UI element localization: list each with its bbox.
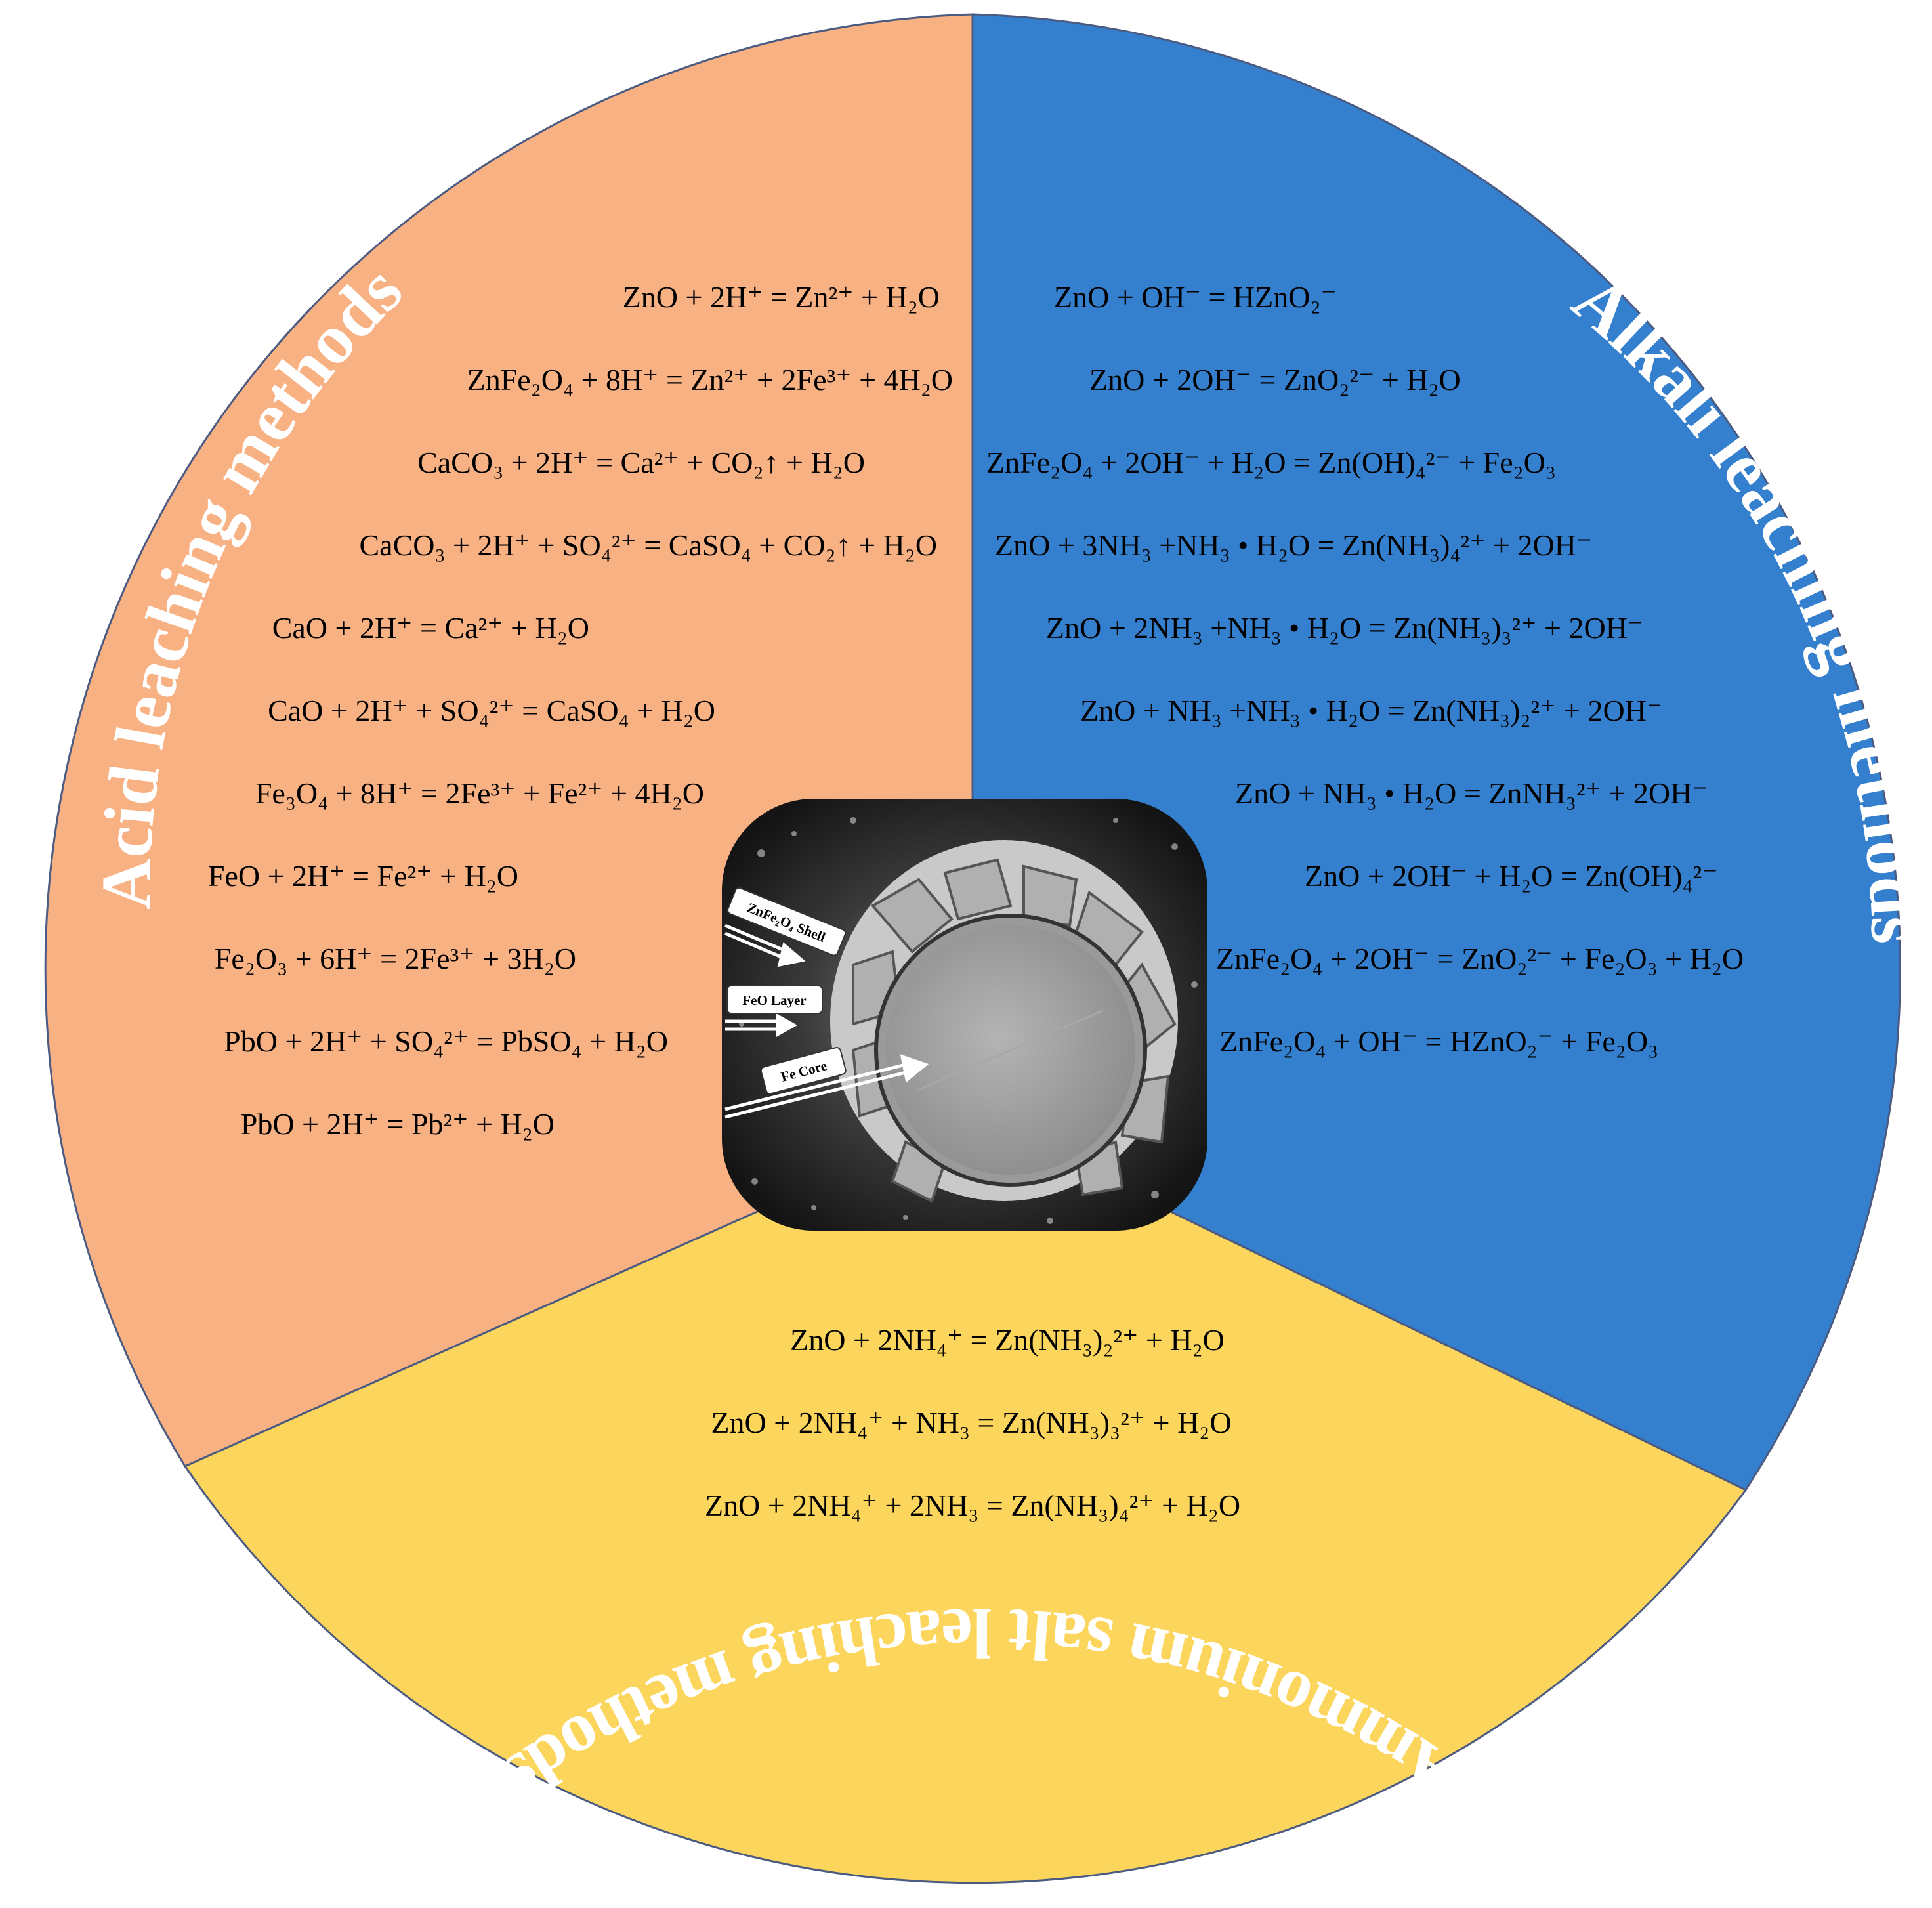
acid-equation: PbO + 2H⁺ + SO₄²⁺ = PbSO₄ + H₂O bbox=[224, 1025, 668, 1058]
alkali-equation: ZnFe₂O₄ + OH⁻ = HZnO₂⁻ + Fe₂O₃ bbox=[1219, 1025, 1658, 1058]
svg-text:FeO Layer: FeO Layer bbox=[742, 992, 806, 1008]
ammonium-equations: ZnO + 2NH₄⁺ = Zn(NH₃)₂²⁺ + H₂O ZnO + 2NH… bbox=[705, 1323, 1240, 1522]
acid-equation: CaO + 2H⁺ + SO₄²⁺ = CaSO₄ + H₂O bbox=[268, 694, 715, 727]
sem-micrograph: ZnFe₂O₄ Shell FeO Layer Fe Core bbox=[722, 799, 1208, 1231]
acid-equation: ZnFe₂O₄ + 8H⁺ = Zn²⁺ + 2Fe³⁺ + 4H₂O bbox=[467, 363, 953, 396]
acid-equation: FeO + 2H⁺ = Fe²⁺ + H₂O bbox=[208, 859, 518, 893]
ammonium-equation: ZnO + 2NH₄⁺ + 2NH₃ = Zn(NH₃)₄²⁺ + H₂O bbox=[705, 1489, 1240, 1522]
acid-equations: ZnO + 2H⁺ = Zn²⁺ + H₂O ZnFe₂O₄ + 8H⁺ = Z… bbox=[208, 280, 953, 1141]
alkali-equation: ZnO + 3NH₃ +NH₃ • H₂O = Zn(NH₃)₄²⁺ + 2OH… bbox=[995, 528, 1592, 562]
ammonium-sector bbox=[183, 1114, 1748, 1884]
fe-core-label: Fe Core bbox=[760, 1047, 847, 1095]
alkali-equation: ZnO + 2NH₃ +NH₃ • H₂O = Zn(NH₃)₃²⁺ + 2OH… bbox=[1046, 611, 1643, 645]
alkali-equation: ZnO + OH⁻ = HZnO₂⁻ bbox=[1054, 280, 1337, 314]
acid-equation: ZnO + 2H⁺ = Zn²⁺ + H₂O bbox=[623, 280, 940, 314]
ammonium-equation: ZnO + 2NH₄⁺ + NH₃ = Zn(NH₃)₃²⁺ + H₂O bbox=[711, 1406, 1231, 1439]
alkali-equation: ZnO + NH₃ +NH₃ • H₂O = Zn(NH₃)₂²⁺ + 2OH⁻ bbox=[1080, 694, 1662, 727]
acid-equation: CaO + 2H⁺ = Ca²⁺ + H₂O bbox=[272, 611, 589, 645]
acid-equation: CaCO₃ + 2H⁺ = Ca²⁺ + CO₂↑ + H₂O bbox=[417, 446, 865, 479]
acid-equation: Fe₃O₄ + 8H⁺ = 2Fe³⁺ + Fe²⁺ + 4H₂O bbox=[255, 776, 704, 810]
alkali-equation: ZnO + 2OH⁻ = ZnO₂²⁻ + H₂O bbox=[1089, 363, 1461, 396]
ammonium-equation: ZnO + 2NH₄⁺ = Zn(NH₃)₂²⁺ + H₂O bbox=[790, 1323, 1225, 1357]
feo-layer-label: FeO Layer bbox=[726, 985, 823, 1014]
acid-equation: CaCO₃ + 2H⁺ + SO₄²⁺ = CaSO₄ + CO₂↑ + H₂O bbox=[359, 528, 937, 562]
alkali-equation: ZnO + NH₃ • H₂O = ZnNH₃²⁺ + 2OH⁻ bbox=[1235, 776, 1708, 810]
acid-equation: PbO + 2H⁺ = Pb²⁺ + H₂O bbox=[241, 1107, 555, 1141]
alkali-equations: ZnO + OH⁻ = HZnO₂⁻ ZnO + 2OH⁻ = ZnO₂²⁻ +… bbox=[986, 280, 1744, 1058]
alkali-equation: ZnFe₂O₄ + 2OH⁻ + H₂O = Zn(OH)₄²⁻ + Fe₂O₃ bbox=[986, 446, 1556, 479]
alkali-equation: ZnFe₂O₄ + 2OH⁻ = ZnO₂²⁻ + Fe₂O₃ + H₂O bbox=[1216, 942, 1744, 975]
acid-equation: Fe₂O₃ + 6H⁺ = 2Fe³⁺ + 3H₂O bbox=[215, 942, 576, 975]
alkali-equation: ZnO + 2OH⁻ + H₂O = Zn(OH)₄²⁻ bbox=[1305, 859, 1718, 893]
